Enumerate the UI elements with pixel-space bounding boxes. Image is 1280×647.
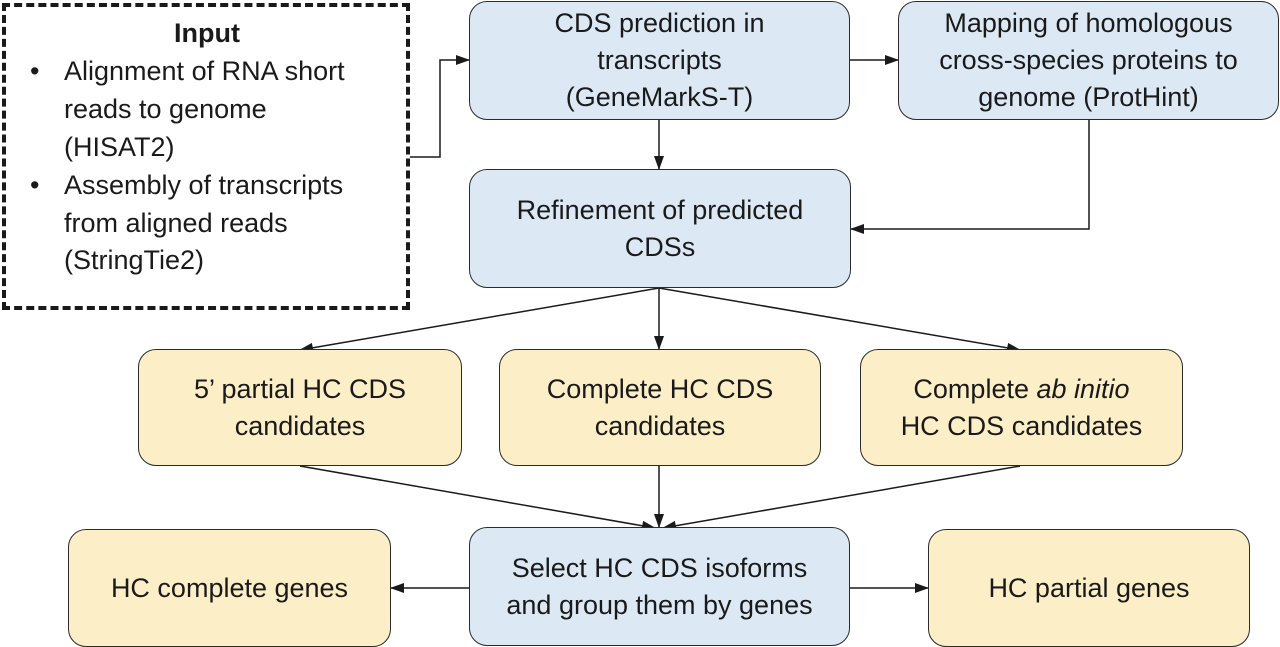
node-complete-ab-initio-candidates: Complete ab initio HC CDS candidates (860, 349, 1183, 466)
arrow-refinement-to-partial-5 (299, 287, 660, 353)
input-item-line: from aligned reads (64, 207, 288, 238)
node-hc-partial-genes: HC partial genes (928, 529, 1250, 647)
node-complete-hc-candidates: Complete HC CDS candidates (499, 349, 821, 466)
node-hc-complete-genes: HC complete genes (68, 529, 391, 647)
node-line: genome (ProtHint) (978, 81, 1199, 112)
node-line: cross-species proteins to (939, 45, 1238, 75)
node-line: Complete HC CDS (546, 373, 774, 404)
node-line: CDSs (624, 231, 696, 262)
bullet-icon: • (30, 56, 40, 87)
node-partial-5-candidates: 5’ partial HC CDS candidates (138, 349, 462, 466)
node-select-isoforms: Select HC CDS isoforms and group them by… (469, 527, 850, 646)
node-line: 5’ partial HC CDS (193, 373, 407, 404)
node-line: candidates (234, 410, 366, 441)
node-line: Complete ab initio (913, 371, 1129, 408)
node-line: Mapping of homologous (944, 8, 1233, 39)
node-line: Refinement of predicted (516, 194, 804, 225)
input-item-line: reads to genome (64, 94, 267, 125)
input-item-alignment: • Alignment of RNA short reads to genome… (18, 53, 396, 166)
input-item-line: (StringTie2) (64, 245, 205, 276)
input-item-line: (HISAT2) (64, 131, 175, 162)
node-line: transcripts (597, 45, 722, 75)
arrow-protein-mapping-to-refinement (850, 120, 1090, 234)
arrow-partial-5-to-select (299, 465, 656, 531)
node-line: and group them by genes (506, 589, 813, 620)
node-line: HC complete genes (110, 572, 349, 603)
input-item-line: Alignment of RNA short (64, 56, 345, 87)
input-box: Input • Alignment of RNA short reads to … (2, 3, 410, 310)
input-title: Input (174, 18, 240, 48)
node-line: HC CDS candidates (900, 410, 1143, 441)
node-line-prefix: Complete (913, 373, 1037, 404)
bullet-icon: • (30, 169, 40, 200)
node-cds-prediction: CDS prediction in transcripts (GeneMarkS… (469, 1, 850, 120)
node-line: Select HC CDS isoforms (511, 552, 808, 583)
node-line: (GeneMarkS-T) (565, 81, 754, 112)
arrow-complete-ab-initio-to-select (662, 465, 1021, 531)
node-refinement: Refinement of predicted CDSs (469, 169, 851, 288)
arrow-input-to-cds-prediction (410, 55, 470, 158)
node-line-italic: ab initio (1036, 373, 1130, 404)
arrow-refinement-to-complete-ab-initio (658, 287, 1021, 353)
node-line: candidates (594, 410, 726, 441)
node-line: CDS prediction in (554, 8, 765, 39)
node-protein-mapping: Mapping of homologous cross-species prot… (898, 1, 1279, 120)
input-item-line: Assembly of transcripts (64, 169, 344, 200)
node-line: HC partial genes (988, 572, 1190, 603)
input-item-assembly: • Assembly of transcripts from aligned r… (18, 167, 396, 280)
